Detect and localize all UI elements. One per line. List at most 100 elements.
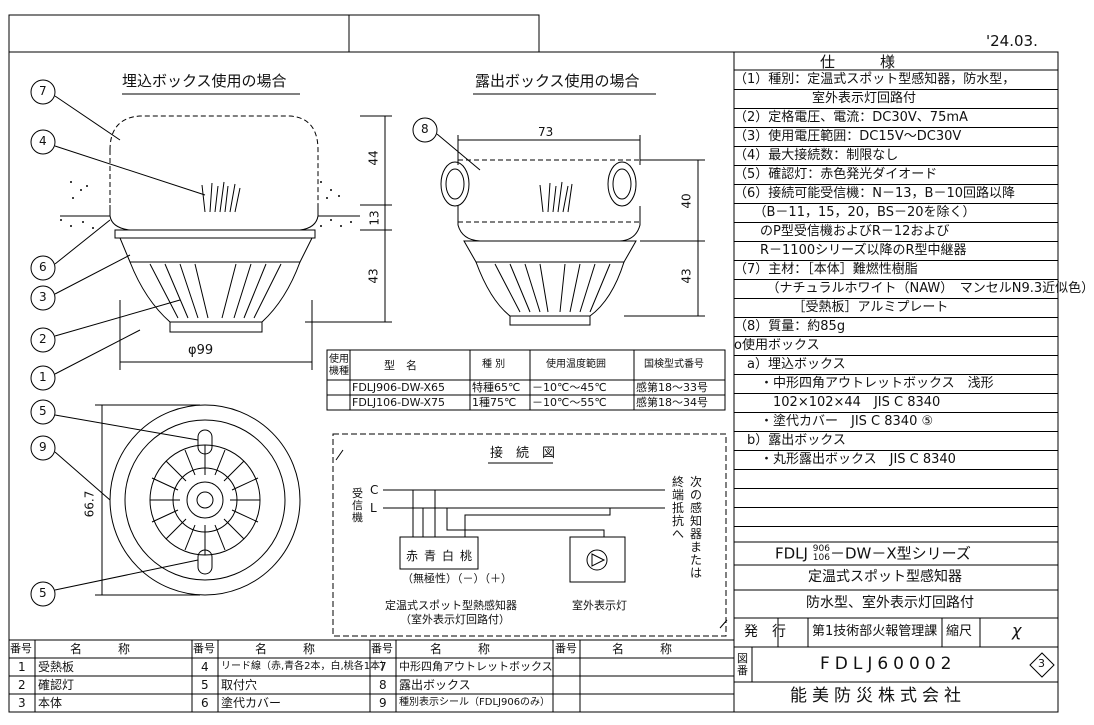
parts-header-name-2: 名 称: [255, 642, 316, 656]
callout-4: 4: [39, 134, 47, 148]
callout-9: 9: [39, 440, 47, 454]
series-prefix: FDLJ: [775, 544, 808, 563]
spec-row: 室外表示灯回路付: [734, 90, 1058, 109]
spec-row: （5）確認灯：赤色発光ダイオード: [734, 166, 1058, 185]
spec-row: （1）種別：定温式スポット型感知器，防水型，: [734, 71, 1058, 90]
part-name: 本体: [38, 696, 63, 710]
department: 第1技術部火報管理課: [812, 624, 938, 639]
dim-43-left-label: 43: [366, 268, 381, 284]
scale-value: χ: [1012, 621, 1022, 640]
dim-44-label: 44: [366, 150, 381, 166]
part-no: 9: [379, 696, 387, 710]
model-header-temp: 使用温度範囲: [546, 359, 606, 370]
terminal-white: 白: [442, 549, 461, 563]
spec-row: （B－11，15，20，BS－20を除く）: [734, 204, 1058, 223]
part-name: 確認灯: [38, 678, 75, 692]
model-row1-type: 特種65℃: [472, 381, 521, 394]
spec-row: o使用ボックス: [734, 337, 1058, 356]
model-header-usage: 使用機種: [329, 354, 349, 377]
series-variant-106: 106: [812, 553, 830, 563]
model-row1-approval: 感第18～33号: [636, 381, 708, 394]
part-name: 種別表示シール（FDLJ906のみ）: [399, 697, 551, 708]
parts-header-name-3: 名 称: [430, 642, 491, 656]
dim-13-label: 13: [367, 210, 382, 226]
terminal-l-label: L: [370, 501, 377, 515]
terminal-colors: 赤青白桃: [406, 550, 478, 562]
spec-row: R－1100シリーズ以降のR型中継器: [734, 242, 1058, 261]
model-row1-name: FDLJ906-DW-X65: [352, 381, 445, 394]
spec-row: のP型受信機およびR－12および: [734, 223, 1058, 242]
callout-7: 7: [39, 84, 47, 98]
model-header-type: 種 別: [482, 359, 506, 370]
model-header-approval: 国検型式番号: [644, 359, 704, 370]
callout-5-top: 5: [39, 404, 47, 418]
spec-row: （3）使用電圧範囲：DC15V～DC30V: [734, 128, 1058, 147]
part-name: 中形四角アウトレットボックス: [399, 660, 553, 673]
dim-phi99-label: φ99: [188, 343, 214, 358]
product-type: 定温式スポット型感知器: [808, 569, 962, 585]
spec-row: ・塗代カバー JIS C 8340 ⑤: [734, 413, 1058, 432]
callout-6: 6: [39, 260, 47, 274]
callout-8: 8: [421, 122, 429, 136]
part-name: 塗代カバー: [221, 696, 282, 710]
part-name: リード線（赤,青各2本，白,桃各1本）: [221, 661, 391, 672]
spec-row: （ナチュラルホワイト（NAW） マンセルN9.3近似色）: [734, 280, 1094, 299]
spec-row: （6）接続可能受信機：N－13，B－10回路以降: [734, 185, 1058, 204]
parts-header-no-1: 番号: [10, 642, 32, 655]
model-header-name: 型 名: [384, 359, 417, 372]
model-row1-temp: －10℃～45℃: [532, 381, 607, 394]
spec-row: ・丸形露出ボックス JIS C 8340: [734, 451, 1058, 470]
embedded-view-title: 埋込ボックス使用の場合: [122, 72, 287, 90]
terminal-pink: 桃: [460, 549, 479, 563]
part-no: 1: [18, 660, 26, 674]
parts-header-name-1: 名 称: [70, 642, 131, 656]
model-row2-temp: －10℃～55℃: [532, 396, 607, 409]
model-row2-type: 1種75℃: [472, 396, 517, 409]
terminal-notes: （無極性）（－）（＋）: [402, 572, 512, 585]
next-detector-label: 次の感知器または: [690, 475, 703, 580]
spec-title: 仕 様: [820, 53, 896, 71]
exposed-view-title: 露出ボックス使用の場合: [475, 72, 640, 90]
spec-row: ・中形四角アウトレットボックス 浅形: [734, 375, 1058, 394]
spec-row: [734, 489, 1058, 508]
parts-header-no-2: 番号: [193, 642, 215, 655]
dim-43-right-label: 43: [679, 268, 694, 284]
drawing-number: FDLJ60002: [820, 654, 957, 674]
series-variant-906: 906: [812, 544, 830, 554]
terminal-red: 赤: [406, 549, 425, 563]
part-no: 3: [18, 696, 26, 710]
scale-label: 縮尺: [946, 624, 973, 639]
spec-row: （2）定格電圧、電流：DC30V、75mA: [734, 109, 1058, 128]
terminal-blue: 青: [424, 549, 443, 563]
spec-row: a）埋込ボックス: [734, 356, 1058, 375]
part-name: 取付穴: [221, 678, 258, 692]
part-no: 4: [201, 660, 209, 674]
receiver-label: 受信機: [352, 487, 363, 524]
dim-40-label: 40: [679, 193, 694, 209]
spec-row: （4）最大接続数：制限なし: [734, 147, 1058, 166]
detector-caption-2: （室外表示灯回路付）: [400, 613, 510, 626]
terminal-c-label: C: [370, 483, 379, 497]
date-stamp: '24.03.: [986, 32, 1038, 50]
part-no: 8: [379, 678, 387, 692]
model-row2-approval: 感第18～34号: [636, 396, 708, 409]
part-name: 露出ボックス: [399, 678, 471, 692]
part-no: 2: [18, 678, 26, 692]
series-suffix: －DW－X型シリーズ: [829, 544, 971, 563]
spec-row: （7）主材：［本体］難燃性樹脂: [734, 261, 1058, 280]
spec-row: 102×102×44 JIS C 8340: [734, 394, 1058, 413]
callout-5-bottom: 5: [39, 586, 47, 600]
parts-header-no-3: 番号: [371, 642, 393, 655]
spec-row: b）露出ボックス: [734, 432, 1058, 451]
terminator-label: 終端抵抗へ: [672, 475, 685, 541]
detector-caption: 定温式スポット型熱感知器: [385, 599, 517, 612]
lamp-caption: 室外表示灯: [572, 599, 627, 612]
issue-label: 発 行: [744, 624, 786, 640]
dim-73-label: 73: [538, 125, 554, 139]
callout-2: 2: [39, 332, 47, 346]
dim-66-7-label: 66.7: [82, 490, 97, 518]
parts-header-no-4: 番号: [555, 642, 577, 655]
part-no: 6: [201, 696, 209, 710]
